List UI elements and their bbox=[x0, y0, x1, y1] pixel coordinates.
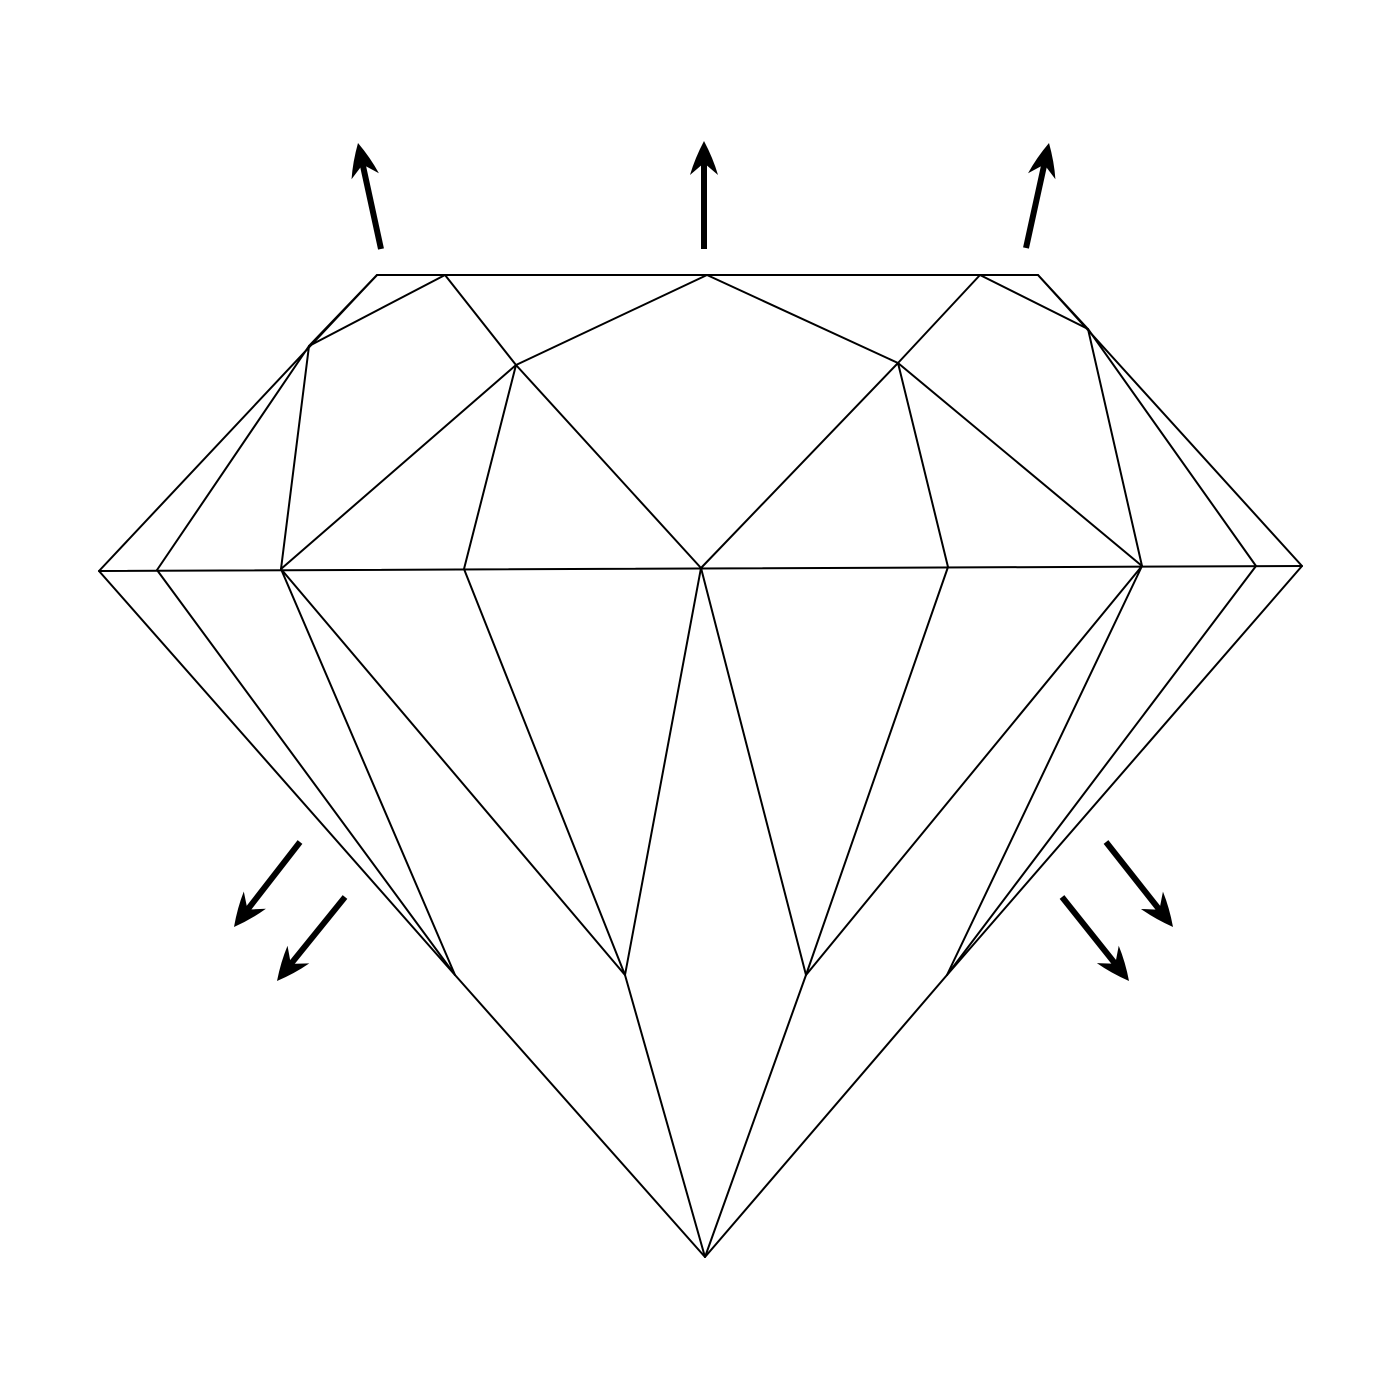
facet-edge bbox=[308, 274, 378, 347]
facet-edge bbox=[897, 362, 1143, 567]
diamond-facets bbox=[98, 274, 1303, 1258]
arrow-shaft bbox=[287, 895, 348, 968]
facet-edge bbox=[704, 974, 948, 1258]
facet-edge bbox=[444, 274, 517, 366]
facet-edge bbox=[946, 565, 1303, 976]
arrowhead-icon bbox=[690, 141, 718, 175]
arrowhead-icon bbox=[1096, 945, 1129, 981]
facet-edge bbox=[805, 565, 1143, 976]
arrow-top-left bbox=[351, 143, 384, 250]
arrow-lower-left-inner bbox=[277, 895, 348, 981]
facet-edge bbox=[463, 568, 626, 976]
facet-edge bbox=[1087, 328, 1143, 567]
arrowhead-icon bbox=[1028, 143, 1056, 180]
arrow-top-center bbox=[690, 141, 718, 249]
facet-edge bbox=[463, 364, 517, 570]
facet-edge bbox=[280, 364, 517, 570]
facet-edge bbox=[946, 565, 1257, 976]
facet-edge bbox=[897, 362, 949, 568]
arrow-lower-right-inner bbox=[1059, 895, 1129, 981]
facet-edge bbox=[280, 568, 456, 976]
facet-edge bbox=[1087, 328, 1257, 567]
facet-edge bbox=[156, 345, 310, 571]
arrow-shaft bbox=[1059, 895, 1119, 968]
facet-edge bbox=[280, 568, 626, 976]
facet-edge bbox=[805, 566, 949, 976]
facet-edge bbox=[979, 274, 1089, 330]
light-arrows bbox=[234, 141, 1173, 981]
arrow-shaft bbox=[1023, 161, 1048, 249]
arrow-shaft bbox=[1103, 840, 1163, 914]
facet-edge bbox=[156, 569, 456, 976]
arrow-lower-right-outer bbox=[1103, 840, 1173, 927]
facet-edge bbox=[454, 974, 706, 1258]
facet-edge bbox=[624, 567, 702, 976]
facet-edge bbox=[704, 974, 807, 1258]
arrow-lower-left-outer bbox=[234, 840, 303, 927]
arrowhead-icon bbox=[351, 143, 379, 180]
facet-edge bbox=[700, 362, 899, 569]
facet-edge bbox=[897, 274, 981, 364]
facet-edge bbox=[624, 974, 706, 1258]
arrow-top-right bbox=[1023, 143, 1056, 249]
facet-edge bbox=[946, 565, 1143, 976]
facet-edge bbox=[515, 364, 702, 569]
facet-edge bbox=[98, 570, 456, 976]
facet-edge bbox=[515, 274, 708, 366]
facet-edge bbox=[280, 345, 310, 570]
arrowhead-icon bbox=[277, 945, 310, 981]
facet-edge bbox=[700, 567, 807, 976]
facet-edge bbox=[308, 274, 446, 347]
arrowhead-icon bbox=[234, 891, 266, 927]
arrowhead-icon bbox=[1140, 891, 1173, 927]
arrow-shaft bbox=[243, 840, 303, 914]
arrow-shaft bbox=[359, 161, 384, 250]
facet-edge bbox=[1037, 274, 1089, 330]
facet-edge bbox=[706, 274, 899, 364]
